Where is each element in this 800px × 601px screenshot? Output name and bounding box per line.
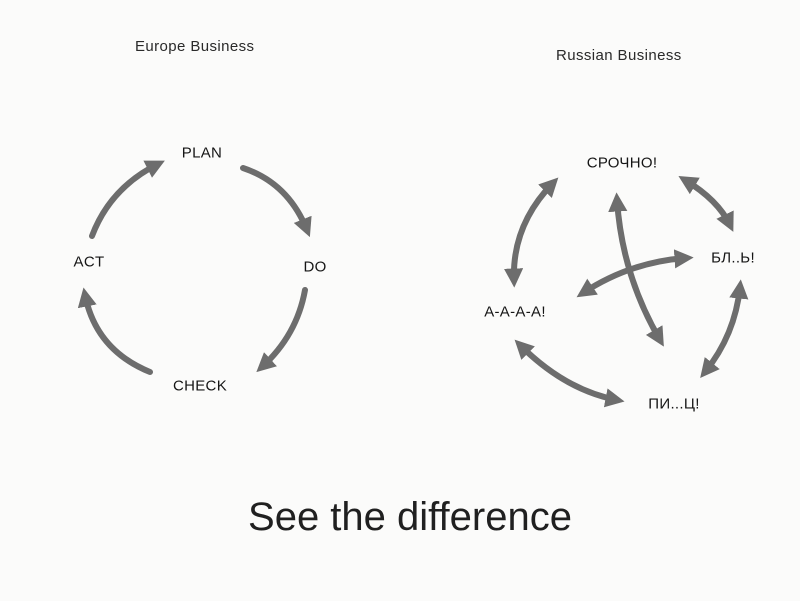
arrow-check-to-act — [77, 287, 153, 375]
node-bl: БЛ..Ь! — [711, 249, 755, 267]
caption-see-the-difference: See the difference — [248, 495, 572, 539]
node-act: ACT — [73, 253, 105, 271]
node-srochno: СРОЧНО! — [586, 154, 658, 172]
arrow-act-to-plan — [89, 160, 165, 239]
node-check: CHECK — [172, 377, 228, 395]
arrow-do-to-check — [256, 287, 308, 373]
arrow-cross-horizontal — [576, 249, 694, 298]
russian-business-title: Russian Business — [556, 47, 682, 64]
node-aaaa: А-А-А-А! — [484, 303, 546, 321]
node-do: DO — [303, 258, 327, 276]
arrow-bl-pic — [700, 279, 749, 378]
europe-cycle-arrows — [77, 160, 312, 375]
arrow-srochno-aaaa — [503, 177, 559, 288]
arrow-aaaa-pic — [514, 339, 625, 408]
europe-business-title: Europe Business — [135, 38, 255, 55]
node-pic: ПИ...Ц! — [648, 395, 700, 413]
node-plan: PLAN — [181, 144, 223, 162]
arrow-plan-to-do — [240, 165, 312, 238]
arrow-srochno-bl — [678, 176, 734, 232]
russia-chaos-arrows — [503, 176, 749, 408]
